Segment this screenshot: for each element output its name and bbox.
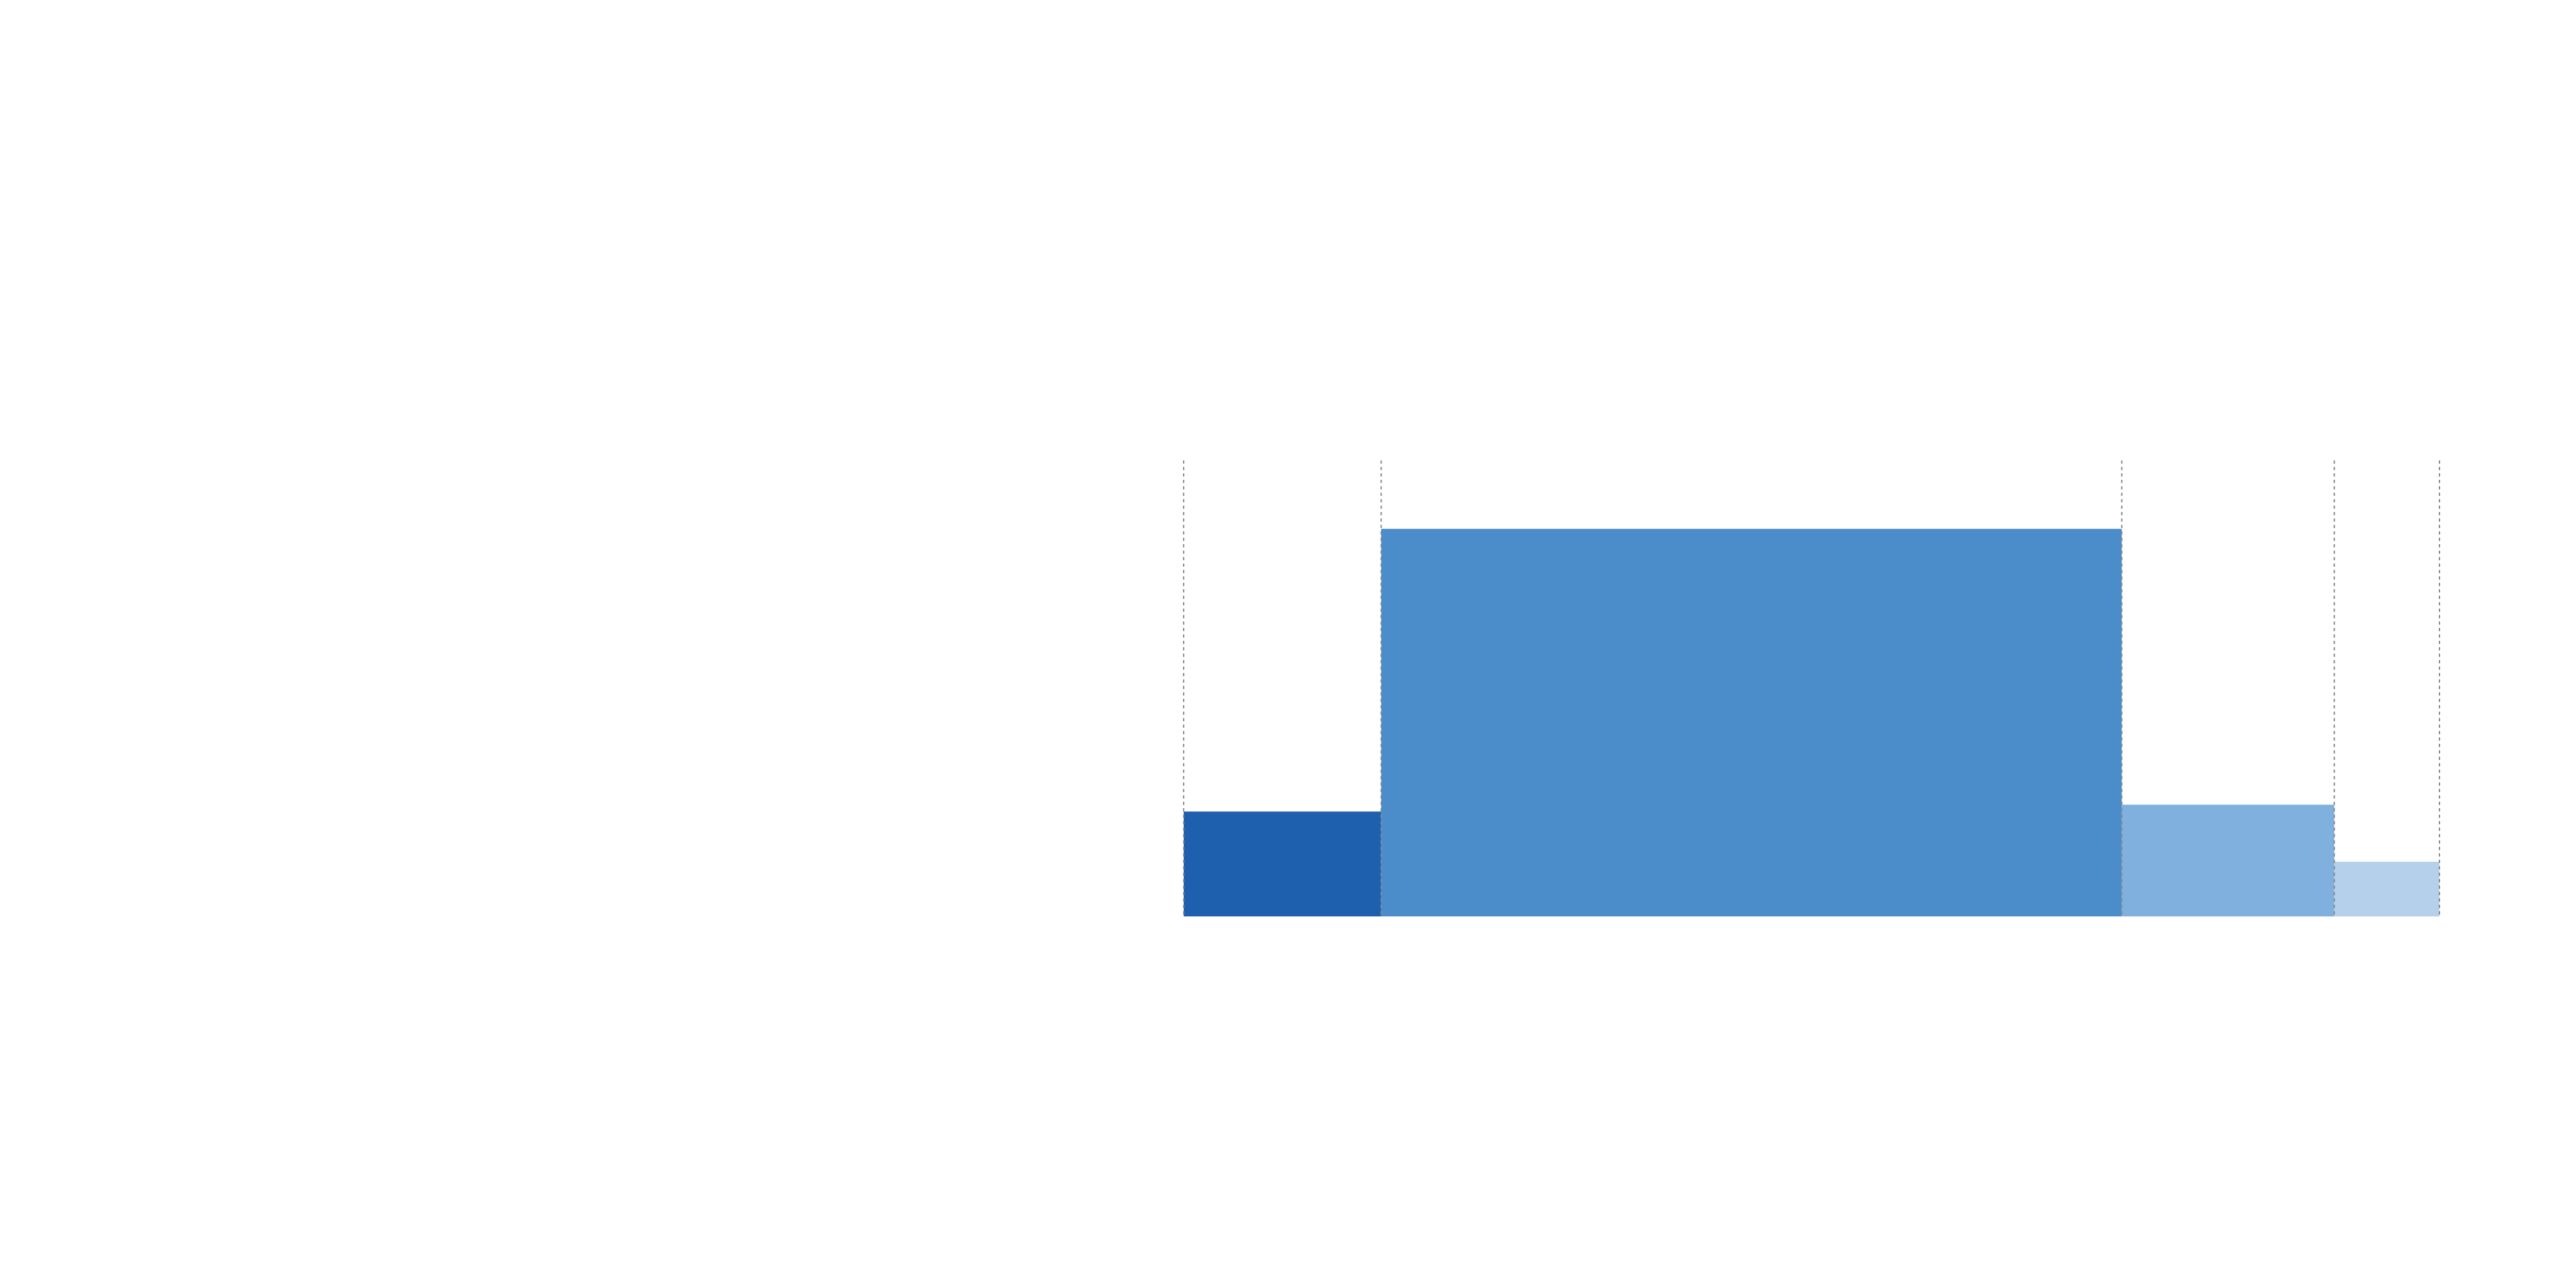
bar-1: [1381, 529, 2122, 916]
bars: [1184, 529, 2439, 916]
bar-2: [2121, 804, 2334, 916]
boundary-lines: [1183, 460, 2440, 916]
bar-0: [1184, 811, 1381, 916]
bar-3: [2334, 862, 2439, 916]
